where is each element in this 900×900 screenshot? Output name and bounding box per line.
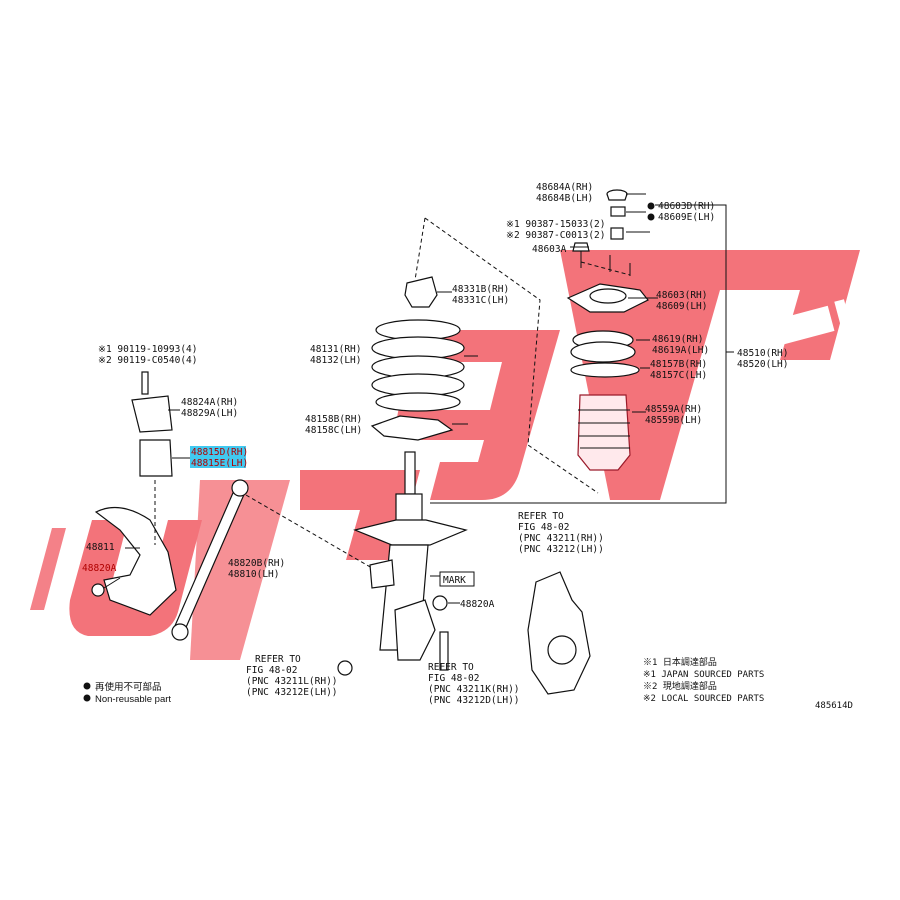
label-48829a: 48829A(LH) (181, 408, 238, 419)
label-48559a: 48559A(RH) (645, 404, 702, 415)
label-48157b: 48157B(RH) (650, 359, 707, 370)
bushing-48815 (139, 439, 173, 477)
refer-left-1: REFER TO (255, 654, 301, 665)
label-48815e: 48815E(LH) (191, 458, 248, 469)
label-48158c: 48158C(LH) (305, 425, 362, 436)
sourcing-2-jp: ※2 現地調達部品 (643, 680, 717, 692)
label-48820b: 48820B(RH) (228, 558, 285, 569)
label-48609: 48609(LH) (656, 301, 707, 312)
label-48810: 48810(LH) (228, 569, 279, 580)
dot-48603d (647, 202, 655, 210)
collar-90387 (610, 227, 624, 240)
refer-mid-4: (PNC 43212D(LH)) (428, 695, 520, 706)
highlight-48815 (190, 446, 246, 468)
refer-top-3: (PNC 43211(RH)) (518, 533, 604, 544)
refer-mid-2: FIG 48-02 (428, 673, 479, 684)
refer-top-2: FIG 48-02 (518, 522, 569, 533)
link-upper-ball (231, 479, 249, 497)
knuckle-hub-bore (547, 635, 577, 665)
refer-left-3: (PNC 43211L(RH)) (246, 676, 338, 687)
label-48619: 48619(RH) (652, 334, 703, 345)
leader-dashed-left (414, 217, 426, 281)
bracket-48824 (131, 395, 173, 433)
label-48811: 48811 (86, 542, 115, 553)
strut-spring-seat (353, 519, 468, 546)
mark-box (439, 571, 475, 587)
label-mark: MARK (443, 575, 466, 586)
label-48510: 48510(RH) (737, 348, 788, 359)
label-48603d: 48603D(RH) (658, 201, 715, 212)
insulator-48157 (570, 362, 640, 378)
label-48820a-left: 48820A (82, 563, 117, 574)
stabilizer-bar-48811 (94, 506, 177, 616)
refer-top-1: REFER TO (518, 511, 564, 522)
upper-insulator-48331 (404, 276, 438, 308)
assembly-bracket (430, 204, 727, 504)
bumper-ribs (578, 409, 630, 449)
sourcing-2-en: ※2 LOCAL SOURCED PARTS (643, 694, 764, 704)
label-48559b: 48559B(LH) (645, 415, 702, 426)
nut-strut-lower (337, 660, 353, 676)
legend-text-jp: 再使用不可部品 (95, 681, 162, 693)
label-48132: 48132(LH) (310, 355, 361, 366)
coil-spring-48131 (371, 319, 465, 412)
dot-48609e (647, 213, 655, 221)
refer-mid-1: REFER TO (428, 662, 474, 673)
label-90387-1: ※1 90387-15033(2) (506, 219, 605, 230)
label-48815d: 48815D(RH) (191, 447, 248, 458)
upper-support-center (589, 288, 627, 304)
legend-text-en: Non-reusable part (95, 694, 171, 705)
leader-link-to-strut (245, 494, 373, 569)
legend-dot-1 (83, 682, 91, 690)
nut-48603d (610, 206, 626, 217)
leader-dashed-top (424, 217, 599, 494)
bearing-48619-lower (570, 341, 636, 363)
strut-rod (404, 451, 416, 495)
label-48157c: 48157C(LH) (650, 370, 707, 381)
label-48520: 48520(LH) (737, 359, 788, 370)
label-48684b: 48684B(LH) (536, 193, 593, 204)
label-48609e: 48609E(LH) (658, 212, 715, 223)
nut-48820a-left (91, 583, 105, 597)
sourcing-1-jp: ※1 日本調達部品 (643, 656, 717, 668)
bolt-90119 (141, 371, 149, 395)
figure-code: 485614D (815, 701, 853, 711)
refer-left-4: (PNC 43212E(LH)) (246, 687, 338, 698)
refer-mid-3: (PNC 43211K(RH)) (428, 684, 520, 695)
label-48131: 48131(RH) (310, 344, 361, 355)
label-48331b: 48331B(RH) (452, 284, 509, 295)
sourcing-1-en: ※1 JAPAN SOURCED PARTS (643, 670, 764, 680)
leader-lines (103, 193, 658, 604)
label-48603a: 48603A (532, 244, 567, 255)
label-48820a-right: 48820A (460, 599, 495, 610)
legend-dot-2 (83, 694, 91, 702)
spring-bumper-48559 (577, 394, 631, 471)
strut-knuckle-bracket (394, 599, 436, 661)
label-90119-1: ※1 90119-10993(4) (98, 344, 197, 355)
refer-left-2: FIG 48-02 (246, 665, 297, 676)
label-48619a: 48619A(LH) (652, 345, 709, 356)
strut-stabilizer-bracket (369, 559, 395, 589)
label-90119-2: ※2 90119-C0540(4) (98, 355, 197, 366)
refer-top-4: (PNC 43212(LH)) (518, 544, 604, 555)
nut-48820a-right (432, 595, 448, 611)
link-lower-ball (171, 623, 189, 641)
label-48684a: 48684A(RH) (536, 182, 593, 193)
label-48603: 48603(RH) (656, 290, 707, 301)
stud-dash (580, 261, 631, 276)
label-48824a: 48824A(RH) (181, 397, 238, 408)
label-48158b: 48158B(RH) (305, 414, 362, 425)
label-48331c: 48331C(LH) (452, 295, 509, 306)
steering-knuckle (527, 571, 591, 695)
support-studs (580, 251, 631, 276)
bolt-strut-lower (439, 631, 449, 671)
lower-spring-insulator-48158 (370, 415, 454, 441)
label-90387-2: ※2 90387-C0013(2) (506, 230, 605, 241)
dust-cap-body (606, 193, 628, 201)
